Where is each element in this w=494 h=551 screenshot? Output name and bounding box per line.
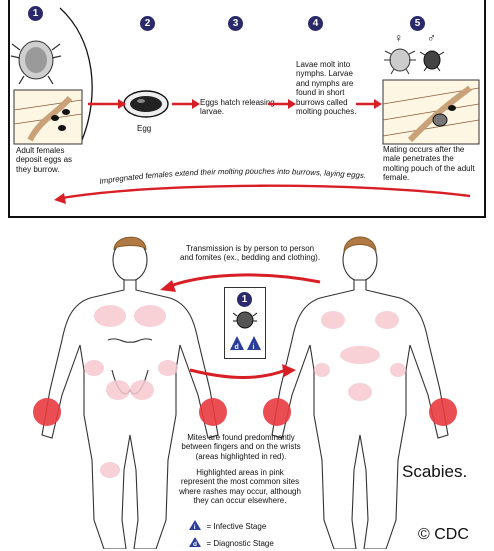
inset-number: 1 [237,292,252,307]
burrow-panel-5 [383,80,479,144]
legend-diagnostic-text: = Diagnostic Stage [206,539,273,548]
legend-infective: i = Infective Stage [188,516,266,534]
cdc-credit: © CDC [418,526,469,544]
svg-text:i: i [194,524,196,531]
egg-icon [124,91,168,117]
transmission-text: Transmission is by person to person and … [150,244,350,263]
transmission-arrow-left [170,275,320,286]
inset-mite-icon [233,308,257,330]
mites-location-text: Mites are found predominantly between fi… [166,433,316,461]
inset-stage-letter-d: d [235,344,239,351]
female-symbol: ♀ [394,31,403,45]
adult-female-mite-icon [11,41,61,84]
svg-text:d: d [193,541,197,548]
male-symbol: ♂ [427,31,436,45]
life-cycle-drawing: ♀ ♂ Impregnated females extend their mol… [0,0,494,220]
rash-sites-text: Highlighted areas in pink represent the … [160,468,320,506]
infective-stage-icon: i [188,519,202,531]
legend-diagnostic: d = Diagnostic Stage [188,533,274,551]
return-arrow-text: Impregnated females extend their molting… [99,167,367,186]
male-mite-icon [420,51,444,71]
infective-stage-inset: 1 d i [224,287,266,359]
inset-stage-triangles: d i [229,334,263,352]
burrow-panel-1 [14,90,82,144]
return-arrow [62,186,470,198]
legend-infective-text: = Infective Stage [206,522,266,531]
female-mite-icon [384,49,416,74]
diagnostic-stage-icon: d [188,536,202,548]
inset-stage-letter-i: i [253,344,255,351]
diagram-title: Scabies. [402,462,467,482]
